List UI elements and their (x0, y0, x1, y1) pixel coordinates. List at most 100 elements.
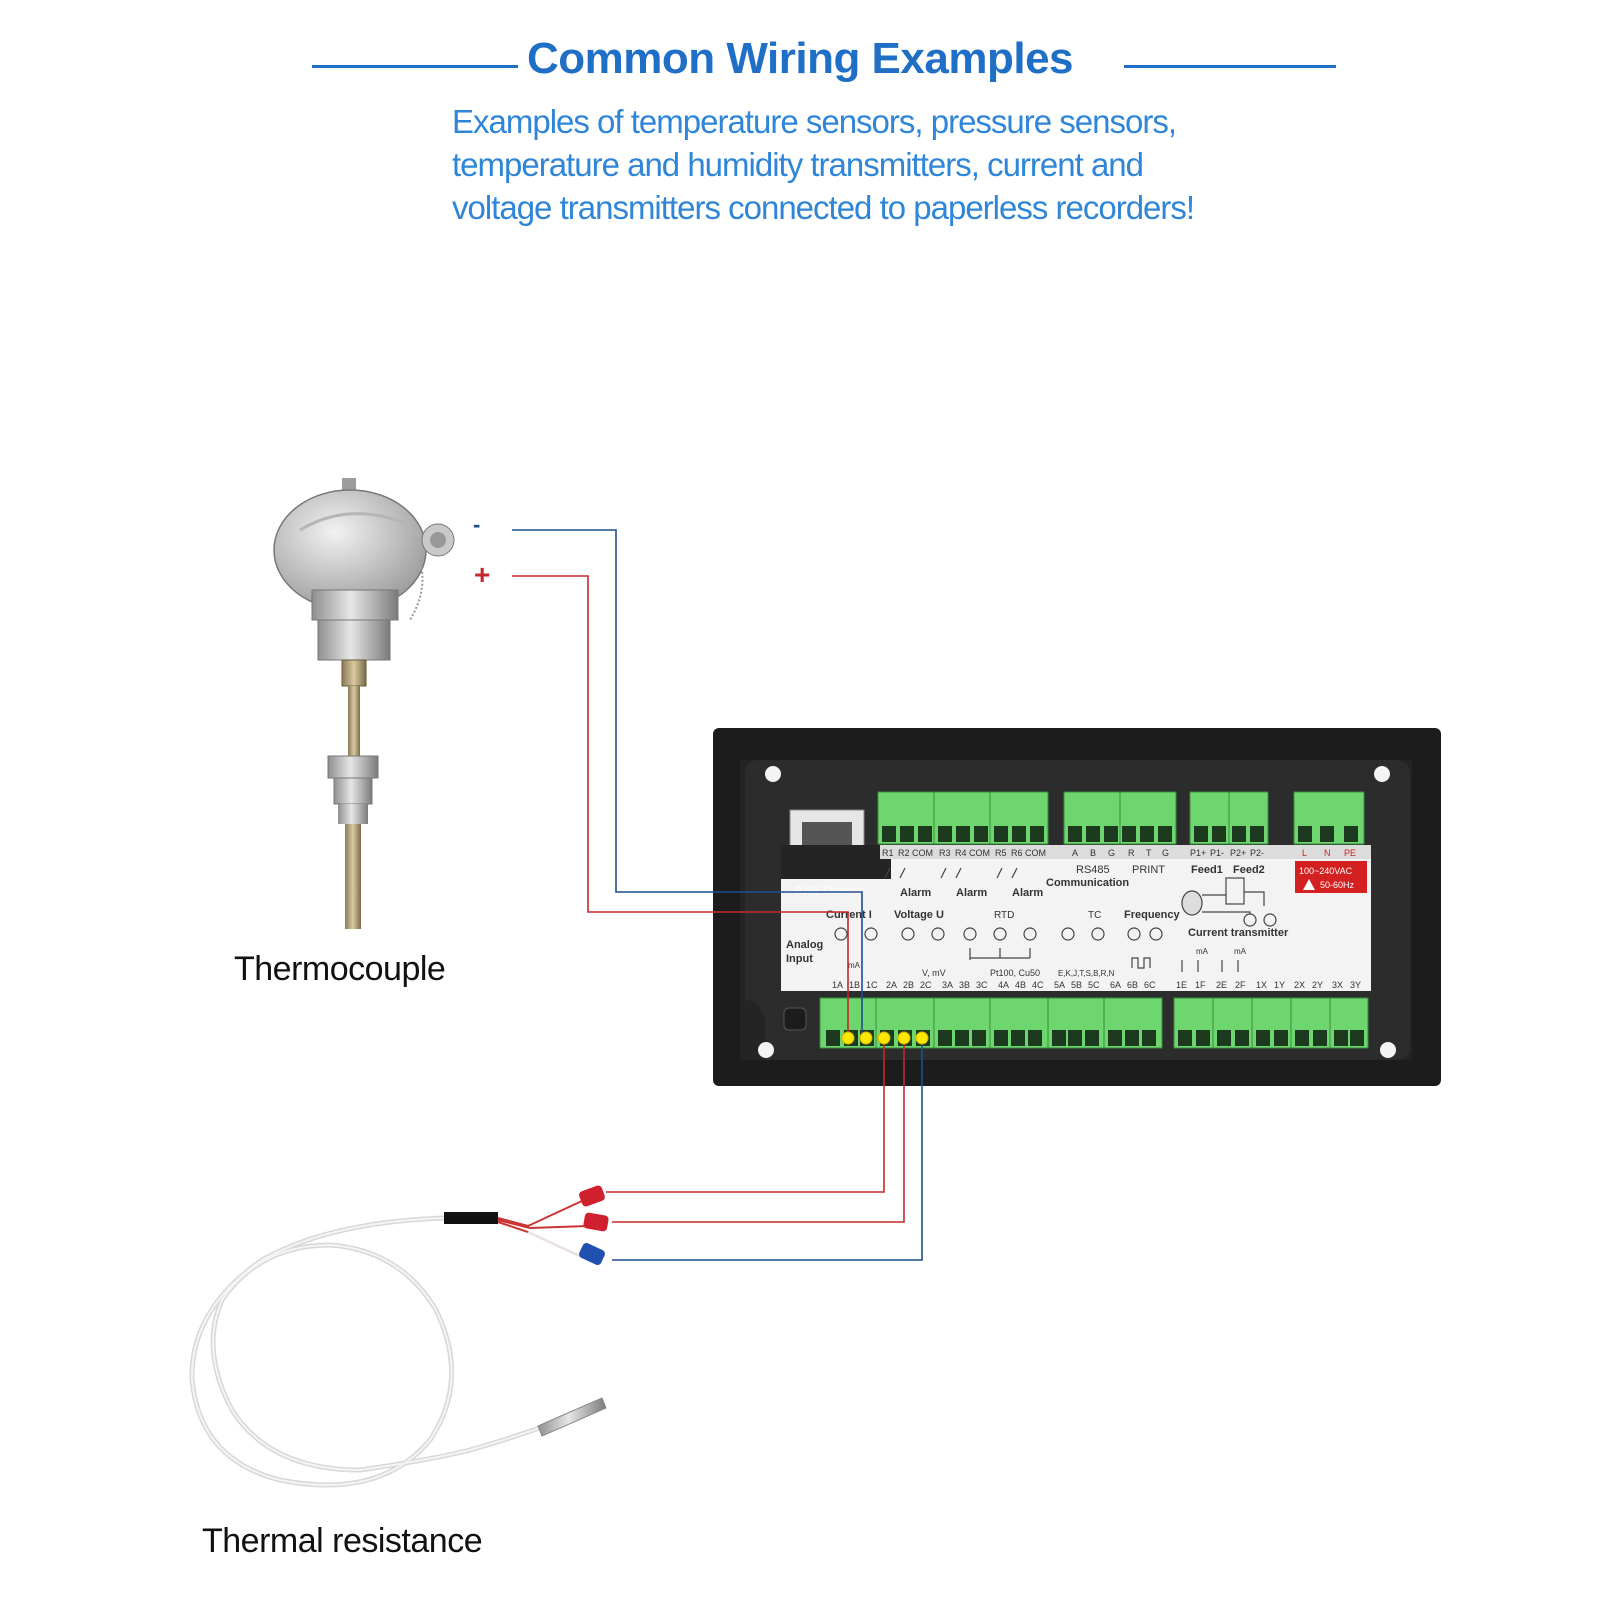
subtitle-line-1: Examples of temperature sensors, pressur… (452, 103, 1177, 140)
top-terminal-group-relays (877, 791, 1049, 845)
rtd-terminal-blue (579, 1242, 605, 1266)
bottom-terminal-label: 1A (832, 980, 843, 990)
alarm-label-3: Alarm (1012, 887, 1043, 899)
bottom-terminal-label: 1E (1176, 980, 1187, 990)
top-terminal-group-feed (1189, 791, 1269, 845)
title-rule-left (312, 65, 518, 68)
top-function-labels: Alarm Alarm Alarm RS485 PRINT Communicat… (884, 864, 1355, 899)
top-terminal-label: P1+ (1190, 848, 1206, 858)
wires (512, 529, 923, 1261)
terminal-a-symbol (1243, 913, 1257, 927)
top-terminal-label: P2- (1250, 848, 1264, 858)
rtd-heat-shrink (444, 1212, 498, 1224)
bottom-terminal-label: 3Y (1350, 980, 1361, 990)
rtd-terminal-red-2 (583, 1212, 609, 1232)
bottom-terminal-label: 5B (1071, 980, 1082, 990)
top-terminal-label: R4 (955, 848, 967, 858)
bottom-terminal-label: 2X (1294, 980, 1305, 990)
bottom-terminal-label: 4A (998, 980, 1009, 990)
title-rule-right (1124, 65, 1336, 68)
mounting-hole-bl (758, 1042, 774, 1058)
analog-input-label-1: Analog (786, 939, 823, 951)
thermocouple-caption: Thermocouple (234, 950, 446, 988)
bottom-terminal-labels: 1A 1B 1C 2A 2B 2C 3A 3B 3C 4A 4B 4C 5A 5… (832, 980, 1361, 990)
p1-p2-box (1225, 877, 1245, 905)
frequency-label: Frequency (1124, 909, 1181, 921)
top-terminal-label: COM (969, 848, 990, 858)
v-mv-label: V, mV (922, 968, 946, 978)
power-voltage-label: 100~240VAC (1299, 866, 1353, 876)
top-terminal-label: B (1090, 848, 1096, 858)
communication-label: Communication (1046, 877, 1129, 889)
pt100-label: Pt100, Cu50 (990, 968, 1040, 978)
top-terminal-group-power (1293, 791, 1365, 845)
bottom-terminal-label: 5C (1088, 980, 1100, 990)
top-terminal-label: R5 (995, 848, 1007, 858)
bottom-terminal-label: 1C (866, 980, 878, 990)
alarm-label-1: Alarm (900, 887, 931, 899)
bottom-terminal-label: 3C (976, 980, 988, 990)
thermocouple-minus-label: - (473, 512, 480, 537)
top-terminal-label: COM (1025, 848, 1046, 858)
top-terminal-label: G (1162, 848, 1169, 858)
power-frequency-label: 50-60Hz (1320, 880, 1355, 890)
rtd-label: RTD (994, 910, 1014, 921)
bottom-terminal-label: 4C (1032, 980, 1044, 990)
bottom-terminal-label: 1F (1195, 980, 1206, 990)
bottom-terminal-label: 1X (1256, 980, 1267, 990)
relay-contact-icons (884, 867, 1018, 879)
wire-connection-dots (841, 1031, 929, 1045)
mounting-hole-br (1380, 1042, 1396, 1058)
alarm-label-2: Alarm (956, 887, 987, 899)
rj45-label: RJ45 Ethernet (794, 885, 864, 897)
bottom-terminal-label: 2A (886, 980, 897, 990)
tc-types-label: E,K,J,T,S,B,R,N (1058, 969, 1115, 978)
bottom-terminal-label: 3A (942, 980, 953, 990)
rs485-label: RS485 (1076, 864, 1110, 876)
tc-label: TC (1088, 910, 1101, 921)
voltage-label: Voltage U (894, 909, 944, 921)
top-terminal-labels: R1 R2 COM R3 R4 COM R5 R6 COM A B G R T … (882, 848, 1356, 858)
analog-input-label-2: Input (786, 953, 813, 965)
rtd-terminal-red-1 (579, 1185, 605, 1207)
analog-symbol-strokes (969, 948, 1239, 972)
page-subtitle: Examples of temperature sensors, pressur… (452, 100, 1272, 229)
transmitter-ma-label-2: mA (1234, 947, 1247, 956)
rtd-probe-tip (537, 1397, 607, 1437)
transmitter-ma-label-1: mA (1196, 947, 1209, 956)
current-label: Current I (826, 909, 872, 921)
top-terminal-label: T (1146, 848, 1152, 858)
bottom-terminal-label: 2C (920, 980, 932, 990)
current-transmitter-label: Current transmitter (1188, 927, 1289, 939)
transmitter-gauge-icon (1181, 890, 1203, 916)
top-terminal-label: R1 (882, 848, 894, 858)
bottom-terminal-label: 2Y (1312, 980, 1323, 990)
top-terminal-label: P1- (1210, 848, 1224, 858)
top-terminal-label: A (1072, 848, 1078, 858)
mounting-hole-tl (765, 766, 781, 782)
bottom-terminal-label: 1B (849, 980, 860, 990)
top-terminal-label: COM (912, 848, 933, 858)
top-terminal-label: PE (1344, 848, 1356, 858)
bottom-terminal-label: 6B (1127, 980, 1138, 990)
thermal-resistance-caption: Thermal resistance (202, 1522, 483, 1560)
bottom-terminal-label: 1Y (1274, 980, 1285, 990)
rtd-wire-red-2 (612, 1038, 905, 1223)
top-terminal-label: N (1324, 848, 1331, 858)
bottom-terminal-label: 5A (1054, 980, 1065, 990)
top-terminal-label: P2+ (1230, 848, 1246, 858)
thermocouple-minus-wire (512, 529, 863, 1038)
bottom-terminal-label: 4B (1015, 980, 1026, 990)
thermocouple-plus-wire (512, 575, 849, 1038)
bottom-terminal-label: 6A (1110, 980, 1121, 990)
panel-button (783, 1007, 807, 1031)
thermal-resistance-image (189, 1185, 609, 1488)
print-label: PRINT (1132, 864, 1165, 876)
top-terminal-label: R (1128, 848, 1135, 858)
bottom-terminal-label: 3B (959, 980, 970, 990)
top-terminal-label: R3 (939, 848, 951, 858)
feed1-label: Feed1 (1191, 864, 1223, 876)
ma-label: mA (848, 961, 861, 970)
top-terminal-label: R2 (898, 848, 910, 858)
